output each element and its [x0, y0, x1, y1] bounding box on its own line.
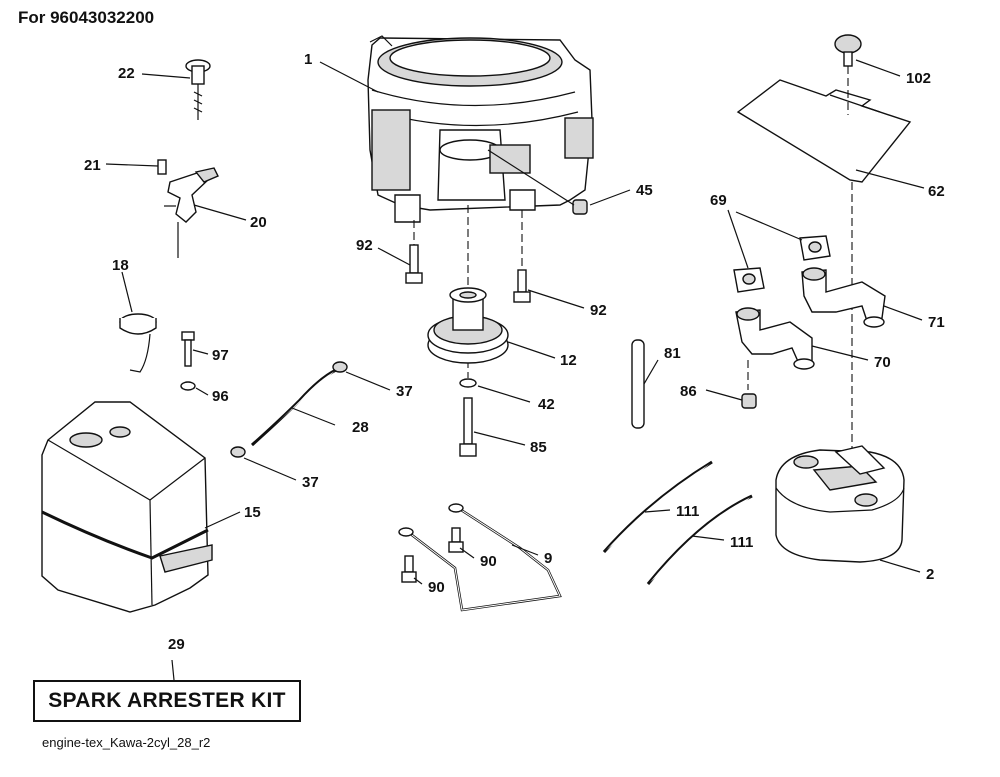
callout-71: 71	[928, 314, 945, 331]
callout-97: 97	[212, 347, 229, 364]
heat-shield-62	[736, 79, 912, 183]
callout-90-left: 90	[428, 579, 445, 596]
callout-96: 96	[212, 388, 229, 405]
callout-90-right: 90	[480, 553, 497, 570]
callout-102: 102	[906, 70, 931, 87]
pulley-part	[427, 287, 509, 364]
callout-70: 70	[874, 354, 891, 371]
exhaust-pipe-70	[735, 307, 815, 370]
washer-42	[459, 378, 477, 388]
throttle-bracket-20	[157, 159, 219, 258]
callout-62: 62	[928, 183, 945, 200]
callout-45: 45	[636, 182, 653, 199]
callout-1: 1	[304, 51, 312, 68]
model-label: For 96043032200	[18, 8, 155, 27]
knob-22	[185, 59, 211, 120]
bolt-92-left	[405, 244, 423, 284]
bolt-97	[181, 331, 195, 367]
exhaust-pipe-71	[801, 267, 886, 328]
washer-96	[180, 381, 196, 391]
callout-92-left: 92	[356, 237, 373, 254]
hose-clamp-37-upper	[332, 361, 348, 373]
callout-37-lower: 37	[302, 474, 319, 491]
hose-clamp-37-lower	[230, 446, 246, 458]
callout-86: 86	[680, 383, 697, 400]
callout-29: 29	[168, 636, 185, 653]
callout-21: 21	[84, 157, 101, 174]
callout-81: 81	[664, 345, 681, 362]
drawing-id: engine-tex_Kawa-2cyl_28_r2	[42, 735, 211, 750]
fuel-cap-18	[119, 313, 157, 373]
leader-lines	[105, 59, 925, 681]
callout-22: 22	[118, 65, 135, 82]
nut-45	[572, 199, 588, 215]
callout-9: 9	[544, 550, 552, 567]
knob-102	[834, 34, 862, 67]
fuel-tank-15	[41, 401, 213, 613]
bolt-90-left	[401, 555, 417, 583]
callout-12: 12	[560, 352, 577, 369]
nut-86	[741, 393, 757, 409]
rod-81	[631, 339, 645, 429]
callout-20: 20	[250, 214, 267, 231]
callout-15: 15	[244, 504, 261, 521]
muffler-2	[775, 445, 905, 563]
gasket-69-lower	[733, 267, 765, 293]
callout-37-upper: 37	[396, 383, 413, 400]
callout-18: 18	[112, 257, 129, 274]
bolt-92-right	[513, 269, 531, 303]
gasket-69-upper	[799, 235, 831, 261]
callout-111-upper: 111	[676, 503, 699, 520]
callout-92-right: 92	[590, 302, 607, 319]
callout-69: 69	[710, 192, 727, 209]
bolt-90-right	[448, 527, 464, 553]
bolt-85	[459, 397, 477, 457]
callout-28: 28	[352, 419, 369, 436]
callout-111-lower: 111	[730, 534, 753, 551]
spark-arrester-kit-box: SPARK ARRESTER KIT	[33, 680, 301, 722]
callout-2: 2	[926, 566, 934, 583]
engine-part	[367, 35, 594, 223]
callout-42: 42	[538, 396, 555, 413]
callout-85: 85	[530, 439, 547, 456]
